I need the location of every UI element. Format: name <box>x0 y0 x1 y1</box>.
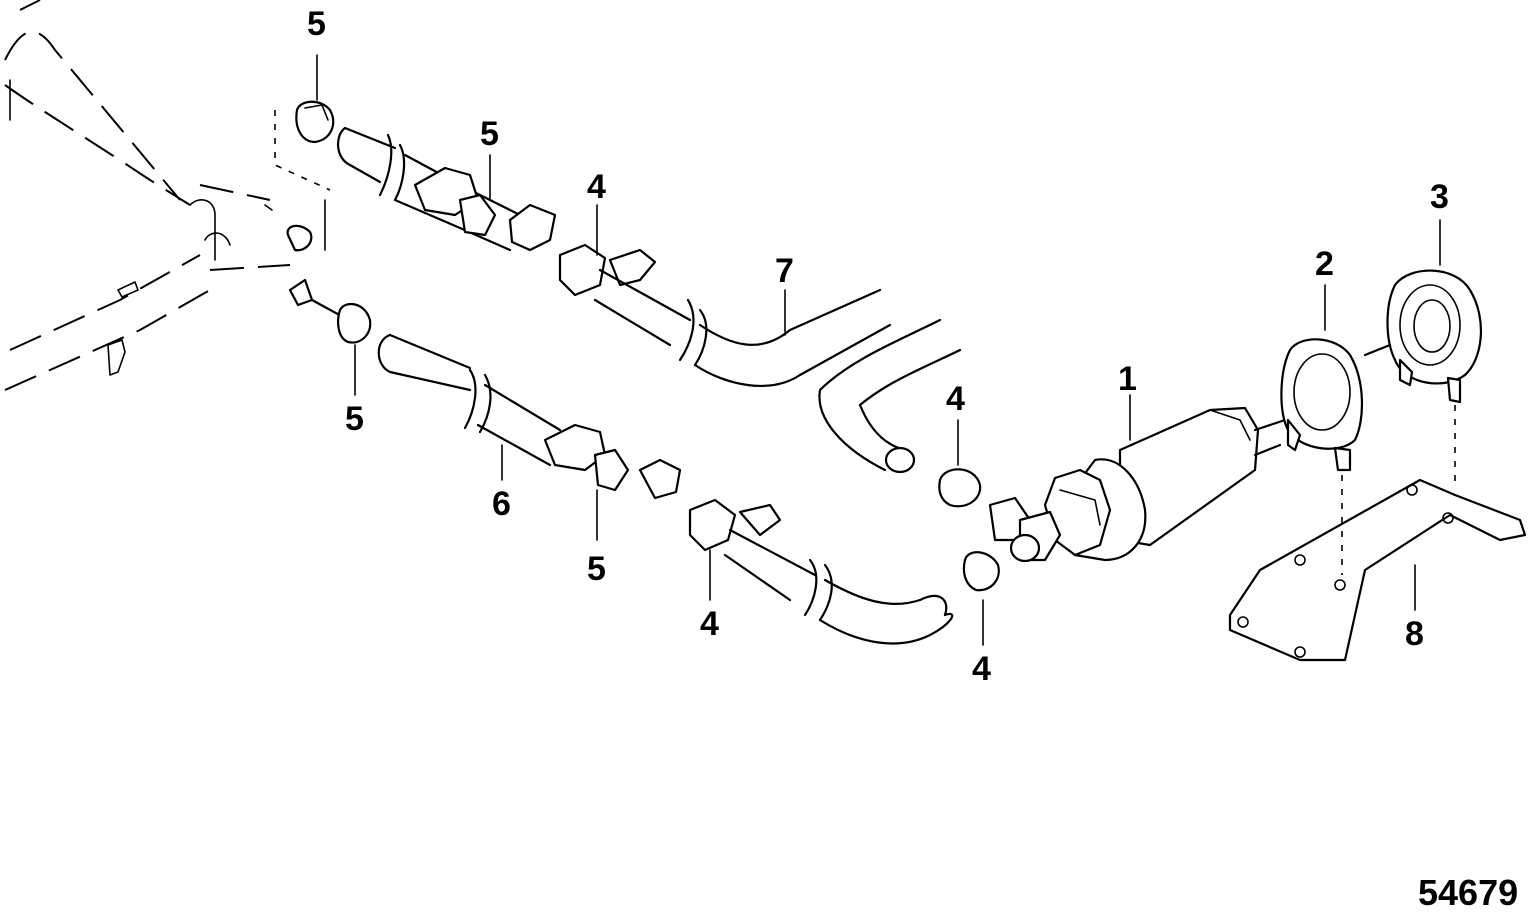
callout-4d: 4 <box>972 650 991 688</box>
callout-6: 6 <box>492 485 511 523</box>
mounting-plate <box>1228 478 1527 662</box>
pump-inlet-hose <box>818 318 1000 592</box>
callout-8: 8 <box>1405 615 1424 653</box>
callout-5d: 5 <box>587 550 606 588</box>
callout-5c: 5 <box>345 400 364 438</box>
lower-hose-assembly <box>286 224 954 645</box>
callout-7: 7 <box>775 252 794 290</box>
callout-4a: 4 <box>587 168 606 206</box>
callout-3: 3 <box>1430 178 1449 216</box>
callout-5b: 5 <box>480 115 499 153</box>
pump-ring-cover <box>1363 269 1483 404</box>
phantom-frame <box>4 0 331 391</box>
figure-number: 54679 <box>1418 872 1518 913</box>
callout-1: 1 <box>1118 360 1137 398</box>
leader-lines <box>316 54 1456 646</box>
callout-5a: 5 <box>307 5 326 43</box>
callout-4c: 4 <box>700 605 719 643</box>
callout-2: 2 <box>1315 245 1334 283</box>
callout-labels: 1 2 3 4 4 4 4 5 5 5 5 6 7 8 <box>307 5 1449 688</box>
pump-bracket <box>1280 338 1363 472</box>
water-pump <box>988 406 1287 563</box>
upper-hose-assembly <box>295 100 892 387</box>
callout-4b: 4 <box>946 380 965 418</box>
